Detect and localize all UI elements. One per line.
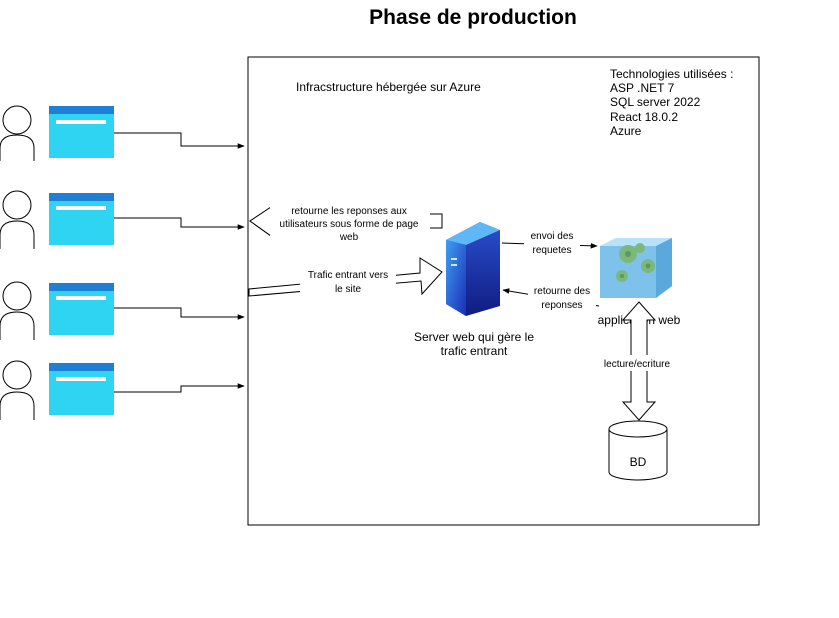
technology-item: React 18.0.2: [610, 110, 678, 124]
edge-label-send-requests: envoi des requetes: [524, 228, 580, 256]
svg-text:utilisateurs sous forme de pag: utilisateurs sous forme de page: [280, 219, 419, 230]
svg-text:retourne des: retourne des: [534, 286, 590, 297]
svg-text:reponses: reponses: [541, 300, 582, 311]
infrastructure-label: Infracstructure hébergée sur Azure: [296, 80, 481, 94]
request-arrow: [114, 383, 245, 393]
technologies-list: Technologies utilisées : ASP .NET 7 SQL …: [610, 67, 733, 138]
client-row: [0, 360, 245, 420]
svg-text:retourne les reponses aux: retourne les reponses aux: [291, 206, 407, 217]
client-row: [0, 281, 245, 340]
user-icon: [0, 360, 35, 420]
client-row: [0, 190, 245, 249]
request-arrow: [114, 307, 245, 320]
svg-text:lecture/ecriture: lecture/ecriture: [604, 359, 671, 370]
svg-text:requetes: requetes: [533, 245, 572, 256]
edge-label-returns-pages: retourne les reponses aux utilisateurs s…: [270, 205, 430, 243]
edge-label-incoming-traffic: Trafic entrant vers le site: [300, 267, 396, 295]
browser-window-icon: [49, 193, 114, 245]
client-row: [0, 105, 245, 161]
database-icon: [608, 420, 668, 481]
browser-window-icon: [49, 283, 114, 335]
web-app-cube-icon: [600, 238, 672, 298]
server-icon: [446, 222, 500, 316]
user-icon: [0, 281, 35, 340]
technologies-heading: Technologies utilisées :: [610, 67, 733, 81]
browser-window-icon: [49, 106, 114, 158]
browser-window-icon: [49, 363, 114, 415]
technology-item: ASP .NET 7: [610, 81, 675, 95]
database-label: BD: [630, 455, 647, 469]
edge-label-return-responses: retourne des reponses: [528, 283, 596, 311]
incoming-traffic-arrow: [248, 257, 443, 297]
svg-text:Trafic entrant vers: Trafic entrant vers: [308, 270, 388, 281]
azure-infrastructure-boundary: [247, 56, 760, 526]
technology-item: SQL server 2022: [610, 95, 701, 109]
svg-text:envoi des: envoi des: [531, 231, 574, 242]
diagram-title: Phase de production: [369, 6, 577, 29]
request-arrow: [114, 132, 245, 149]
svg-text:web: web: [339, 232, 359, 243]
svg-text:le site: le site: [335, 284, 362, 295]
user-icon: [0, 190, 35, 249]
edge-label-read-write: lecture/ecriture: [596, 355, 678, 371]
request-arrow: [114, 217, 245, 230]
server-label: Server web qui gère le trafic entrant: [414, 330, 534, 358]
svg-text:trafic entrant: trafic entrant: [441, 344, 508, 358]
svg-text:Server web qui gère le: Server web qui gère le: [414, 330, 534, 344]
user-icon: [0, 105, 35, 161]
technology-item: Azure: [610, 124, 642, 138]
